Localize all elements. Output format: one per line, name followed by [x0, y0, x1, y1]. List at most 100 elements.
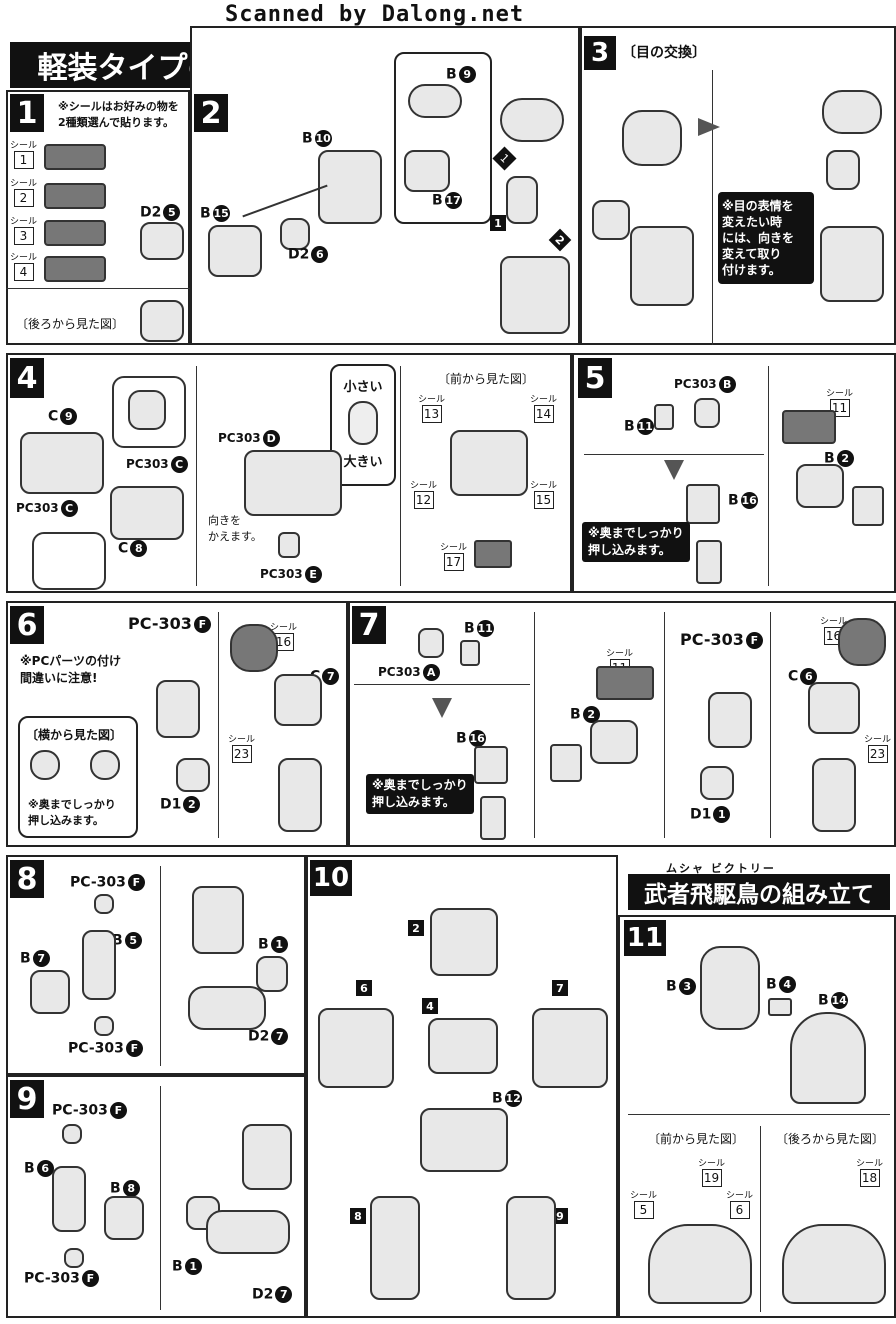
head-assembled — [500, 256, 570, 334]
arm-assembled-7 — [812, 758, 856, 832]
leg-upper-8 — [82, 930, 116, 1000]
note-line: かえます。 — [208, 530, 262, 543]
sub-assembly-box — [394, 52, 492, 224]
waist-sticker — [474, 540, 512, 568]
divider-vertical — [712, 70, 713, 345]
pc-bead-before — [30, 750, 60, 780]
tag-torso: 4 — [422, 998, 438, 1014]
chest-part — [20, 432, 104, 494]
leg-part-7 — [590, 720, 638, 764]
step-number-2: 2 — [194, 94, 228, 132]
note-line: ※PCパーツの付け — [20, 654, 122, 668]
eye-part-back — [140, 300, 184, 342]
note-line: 変えて取り — [722, 247, 782, 261]
pc-bubble-bottom — [32, 532, 106, 590]
hand-part — [176, 758, 210, 792]
eye-part — [140, 222, 184, 260]
b11-part-7 — [460, 640, 480, 666]
foot-part-8 — [188, 986, 266, 1030]
head-removed-crest — [622, 110, 682, 166]
helmet-back-view — [782, 1224, 886, 1304]
divider-vertical — [160, 1086, 161, 1310]
divider-vertical — [770, 612, 771, 838]
side-view-label: 〔横から見た図〕 — [26, 728, 123, 742]
pc-part-icon — [128, 390, 166, 430]
arrow-down-icon — [432, 698, 452, 718]
step-number-11: 11 — [624, 920, 666, 956]
divider-vertical — [400, 366, 401, 586]
crest-base-part — [404, 150, 450, 192]
tag-left-arm: 6 — [356, 980, 372, 996]
pc-bead-8 — [94, 894, 114, 914]
pc-part-assembled-7 — [480, 796, 506, 840]
foot-part-9 — [206, 1210, 290, 1254]
arrow-right-icon — [698, 118, 720, 136]
note-line: には、向きを — [722, 231, 795, 245]
side-view-box — [18, 716, 138, 838]
divider — [6, 288, 190, 289]
eye-sticker-1 — [44, 144, 106, 170]
tag-head: 2 — [408, 920, 424, 936]
pc-bead-9b — [64, 1248, 84, 1268]
note-line: ※シールはお好みの物を — [58, 100, 179, 113]
leg-upper-9 — [52, 1166, 86, 1232]
musha-ruby: ムシャ ビクトリー — [666, 862, 776, 875]
divider-vertical — [664, 612, 665, 838]
eye-sticker-3 — [44, 220, 106, 246]
step-number-10: 10 — [310, 860, 352, 896]
head-final — [430, 908, 498, 976]
title-musha-assembly: 武者飛駆鳥の組み立て — [628, 874, 890, 910]
push-note-7: ※奥までしっかり押し込みます。 — [366, 774, 474, 814]
back-view-label: 〔後ろから見た図〕 — [16, 317, 125, 331]
tag-right-leg: 9 — [552, 1208, 568, 1224]
divider-vertical — [196, 366, 197, 586]
helmet-front-view — [648, 1224, 752, 1304]
pc-bead-after — [90, 750, 120, 780]
leg-sticker-7 — [596, 666, 654, 700]
divider — [584, 454, 764, 455]
shoulder-sticker-7 — [838, 618, 886, 666]
divider-vertical — [760, 1126, 761, 1312]
arrow-down-icon — [664, 460, 684, 480]
front-view-label-11: 〔前から見た図〕 — [648, 1132, 745, 1146]
head-result-top — [822, 90, 882, 134]
front-view-label: 〔前から見た図〕 — [438, 372, 535, 386]
eye-sticker-4 — [44, 256, 106, 282]
divider-vertical — [160, 866, 161, 1066]
torso-final — [428, 1018, 498, 1074]
shoulder-sticker — [230, 624, 278, 672]
helmet-shell — [790, 1012, 866, 1104]
